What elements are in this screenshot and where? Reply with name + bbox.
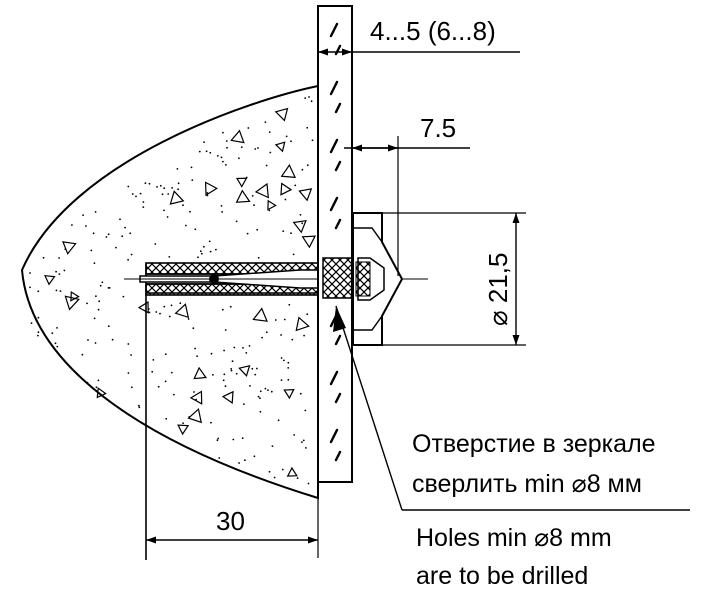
concrete-texture bbox=[29, 96, 317, 485]
dim-embed-depth-label: 30 bbox=[216, 506, 245, 536]
spacer-sleeve bbox=[322, 257, 354, 299]
dim-glass-thickness-label: 4...5 (6...8) bbox=[370, 16, 496, 46]
dim-head-diameter: ⌀ 21,5 bbox=[360, 212, 526, 346]
note-ru-line-2: сверлить min ⌀8 мм bbox=[412, 470, 642, 498]
mirror-glass bbox=[317, 5, 353, 483]
note-en-line-2: are to be drilled bbox=[416, 562, 588, 590]
note-leader bbox=[333, 305, 690, 511]
cap-head bbox=[352, 212, 404, 346]
dim-embed-depth: 30 bbox=[146, 300, 319, 558]
dim-head-diameter-label: ⌀ 21,5 bbox=[483, 253, 513, 326]
dim-head-offset-label: 7.5 bbox=[420, 113, 456, 143]
note-en-line-1: Holes min ⌀8 mm bbox=[416, 524, 612, 552]
dim-head-offset: 7.5 bbox=[344, 113, 470, 276]
dim-glass-thickness: 4...5 (6...8) bbox=[318, 16, 520, 56]
note-ru-line-1: Отверстие в зеркале bbox=[412, 430, 656, 458]
